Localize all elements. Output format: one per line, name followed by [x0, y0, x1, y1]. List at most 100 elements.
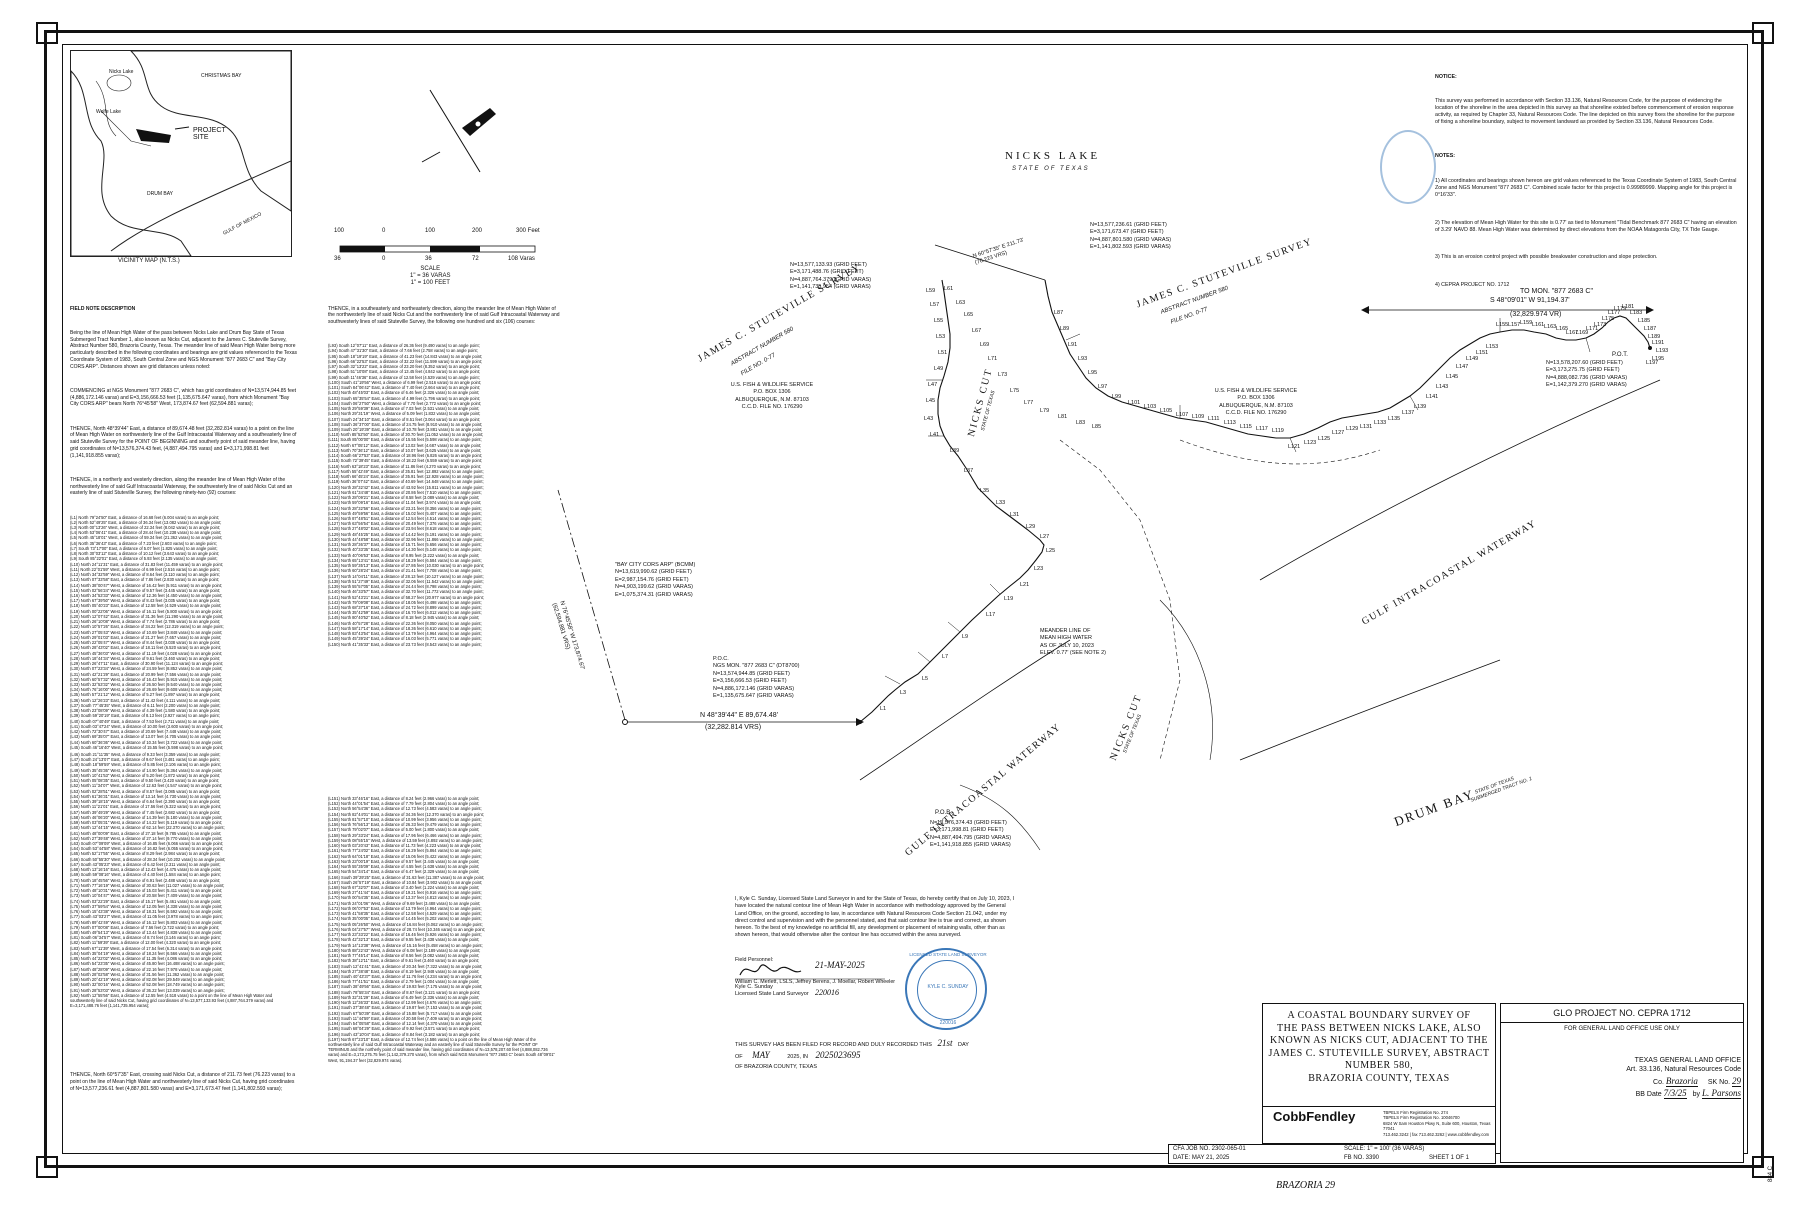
certification-body: I, Kyle C. Sunday, Licensed State Land S… [735, 896, 1016, 938]
line-label: L77 [1024, 400, 1034, 406]
scale-tick: 300 Feet [516, 228, 540, 234]
courses-list: (L93) South 12°07'11" East, a distance o… [328, 343, 484, 647]
line-label: L103 [1144, 404, 1157, 410]
line-label: L137 [1402, 410, 1415, 416]
line-label: L193 [1656, 348, 1669, 354]
line-label: L155 [1496, 322, 1509, 328]
line-label: L95 [1088, 370, 1098, 376]
corner-note: 884 C [1768, 1165, 1774, 1182]
line-label: L153 [1486, 344, 1499, 350]
line-label: L59 [926, 288, 936, 294]
recording-day: 21st [937, 1038, 953, 1048]
line-label: L143 [1436, 384, 1449, 390]
line-label: L91 [1068, 342, 1078, 348]
scale-tick: 36 [425, 256, 432, 262]
line-label: L197 [1646, 360, 1659, 366]
line-label: L93 [1078, 356, 1088, 362]
meander-note: MEANDER LINE OF MEAN HIGH WATER AS OF JU… [1040, 628, 1106, 657]
line-label: L127 [1332, 430, 1345, 436]
line-label: L115 [1240, 424, 1252, 430]
notice-heading: NOTICE: [1435, 74, 1457, 81]
line-label: L3 [900, 690, 907, 696]
job-info-row: CFA JOB NO. 2302-065-01 SCALE: 1" = 100'… [1168, 1144, 1496, 1164]
scale-tick: 100 [425, 228, 436, 234]
courses-list: (L151) North 33°46'16" East, a distance … [328, 796, 555, 1063]
sheet-number: SHEET 1 OF 1 [1429, 1155, 1469, 1161]
line-label: L65 [964, 312, 974, 318]
vicinity-label: DRUM BAY [147, 191, 174, 197]
line-label: L23 [1034, 566, 1044, 572]
surveyor-seal-faint [1380, 130, 1436, 204]
line-label: L29 [1026, 524, 1036, 530]
line-label: L7 [942, 654, 949, 660]
recording-block: THIS SURVEY HAS BEEN FILED FOR RECORD AN… [735, 1038, 1025, 1070]
vicinity-map-caption: VICINITY MAP (N.T.S.) [118, 258, 180, 264]
scale-tick: 0 [382, 256, 386, 262]
line-label: L87 [1054, 310, 1064, 316]
firm-registration: TBPELS Firm Registration No. 10046700 [1383, 1115, 1460, 1121]
line-label: L49 [934, 366, 944, 372]
line-label: L47 [928, 382, 938, 388]
scale-caption: 1" = 100 FEET [410, 280, 450, 287]
line-label: L171 [1586, 326, 1599, 332]
recording-text: 2025, IN [787, 1054, 809, 1060]
glo-county: Brazoria [1665, 1075, 1698, 1087]
line-label: L131 [1360, 424, 1373, 430]
field-notes-heading: FIELD NOTE DESCRIPTION [70, 305, 136, 312]
line-label: L55 [934, 318, 944, 324]
line-label: L123 [1304, 440, 1317, 446]
line-label: L19 [1004, 596, 1014, 602]
stamp-name: KYLE C. SUNDAY [927, 984, 969, 990]
scale-caption: 1" = 36 VARAS [410, 273, 451, 280]
field-notes-paragraph: THENCE, in a southeasterly and northeast… [328, 305, 561, 326]
lake-label: NICKS LAKE [1005, 150, 1101, 162]
line-label: L101 [1128, 400, 1141, 406]
scale-caption: SCALE [420, 266, 441, 272]
sheet-border-outer [44, 30, 1764, 1168]
pob-coordinates: N=13,576,374.43 (GRID FEET) E=3,171,998.… [930, 820, 1012, 849]
sheet-border-inner [62, 44, 1748, 1154]
monument-tie: S 48°09'01" W 91,194.37' [1490, 297, 1570, 304]
glo-by-label: by [1692, 1091, 1701, 1099]
note-item: 1) All coordinates and bearings shown he… [1435, 177, 1738, 199]
project-site-label: PROJECT SITE [193, 127, 226, 141]
pob-call: N 48°39'44" E 89,674.48' [700, 712, 779, 719]
line-label: L117 [1256, 426, 1268, 432]
recording-text: THIS SURVEY HAS BEEN FILED FOR RECORD AN… [735, 1042, 932, 1048]
line-label: L9 [962, 634, 969, 640]
scale-tick: 200 [472, 228, 483, 234]
line-label: L121 [1288, 444, 1301, 450]
glo-sk-label: SK No. [1707, 1078, 1731, 1086]
line-label: L21 [1020, 582, 1030, 588]
coordinate-note: N=13,577,236.61 (GRID FEET) E=3,171,673.… [1090, 222, 1172, 251]
personnel-label: Field Personnel: [735, 957, 774, 964]
line-label: L133 [1374, 420, 1387, 426]
stamp-ring-icon [917, 960, 977, 1020]
line-label: L73 [998, 372, 1008, 378]
line-label: L141 [1426, 394, 1439, 400]
notes-heading: NOTES: [1435, 152, 1456, 159]
line-label: L125 [1318, 436, 1331, 442]
signature-date: 21-MAY-2025 [815, 960, 865, 970]
note-item: 2) The elevation of Mean High Water for … [1435, 219, 1739, 233]
line-label: L41 [930, 432, 940, 438]
line-label: L45 [926, 398, 936, 404]
recording-text: OF [735, 1054, 743, 1060]
recording-month: MAY [752, 1050, 770, 1060]
recording-document-number: 2025023695 [815, 1050, 861, 1060]
scale-bar: 100 0 100 200 300 Feet 36 0 36 72 108 Va… [330, 228, 545, 288]
scale-tick: 72 [472, 256, 479, 262]
stamp-ring-text: LICENSED STATE LAND SURVEYOR [909, 952, 987, 957]
line-label: L129 [1346, 426, 1359, 432]
line-label: L81 [1058, 414, 1068, 420]
line-label: L169 [1576, 330, 1589, 336]
line-label: L43 [924, 416, 934, 422]
lake-sublabel: STATE OF TEXAS [1012, 166, 1090, 172]
glo-bb-date-label: BB Date [1635, 1091, 1662, 1099]
line-label: L149 [1466, 356, 1479, 362]
line-label: L179 [1614, 306, 1627, 312]
scale-tick: 108 Varas [508, 256, 535, 262]
line-label: L71 [988, 356, 998, 362]
line-label: L25 [1046, 548, 1056, 554]
line-label: L165 [1556, 326, 1569, 332]
